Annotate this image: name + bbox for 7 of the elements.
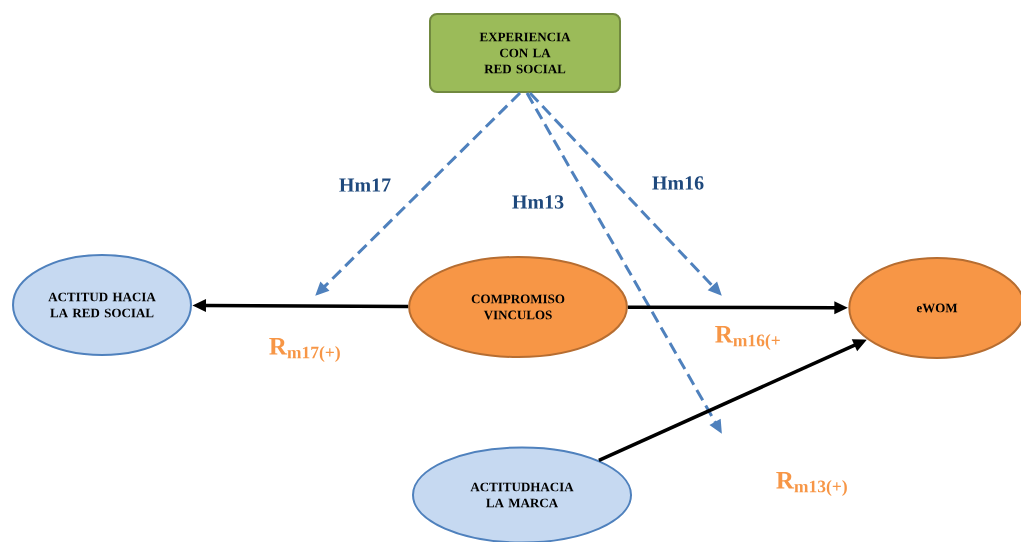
edge-label: Hm17: [337, 177, 393, 193]
edge-label: Hm13: [510, 194, 566, 210]
edge-label: Hm16: [650, 175, 706, 191]
edge-label: R$_{m13(+)}$: [774, 471, 850, 497]
edge-label: R$_{m17(+)}$: [267, 337, 343, 363]
process-box: EXPERIENCIA CON LA RED SOCIAL: [429, 13, 621, 93]
edge-label: R$_{m16(+}$: [713, 325, 783, 351]
